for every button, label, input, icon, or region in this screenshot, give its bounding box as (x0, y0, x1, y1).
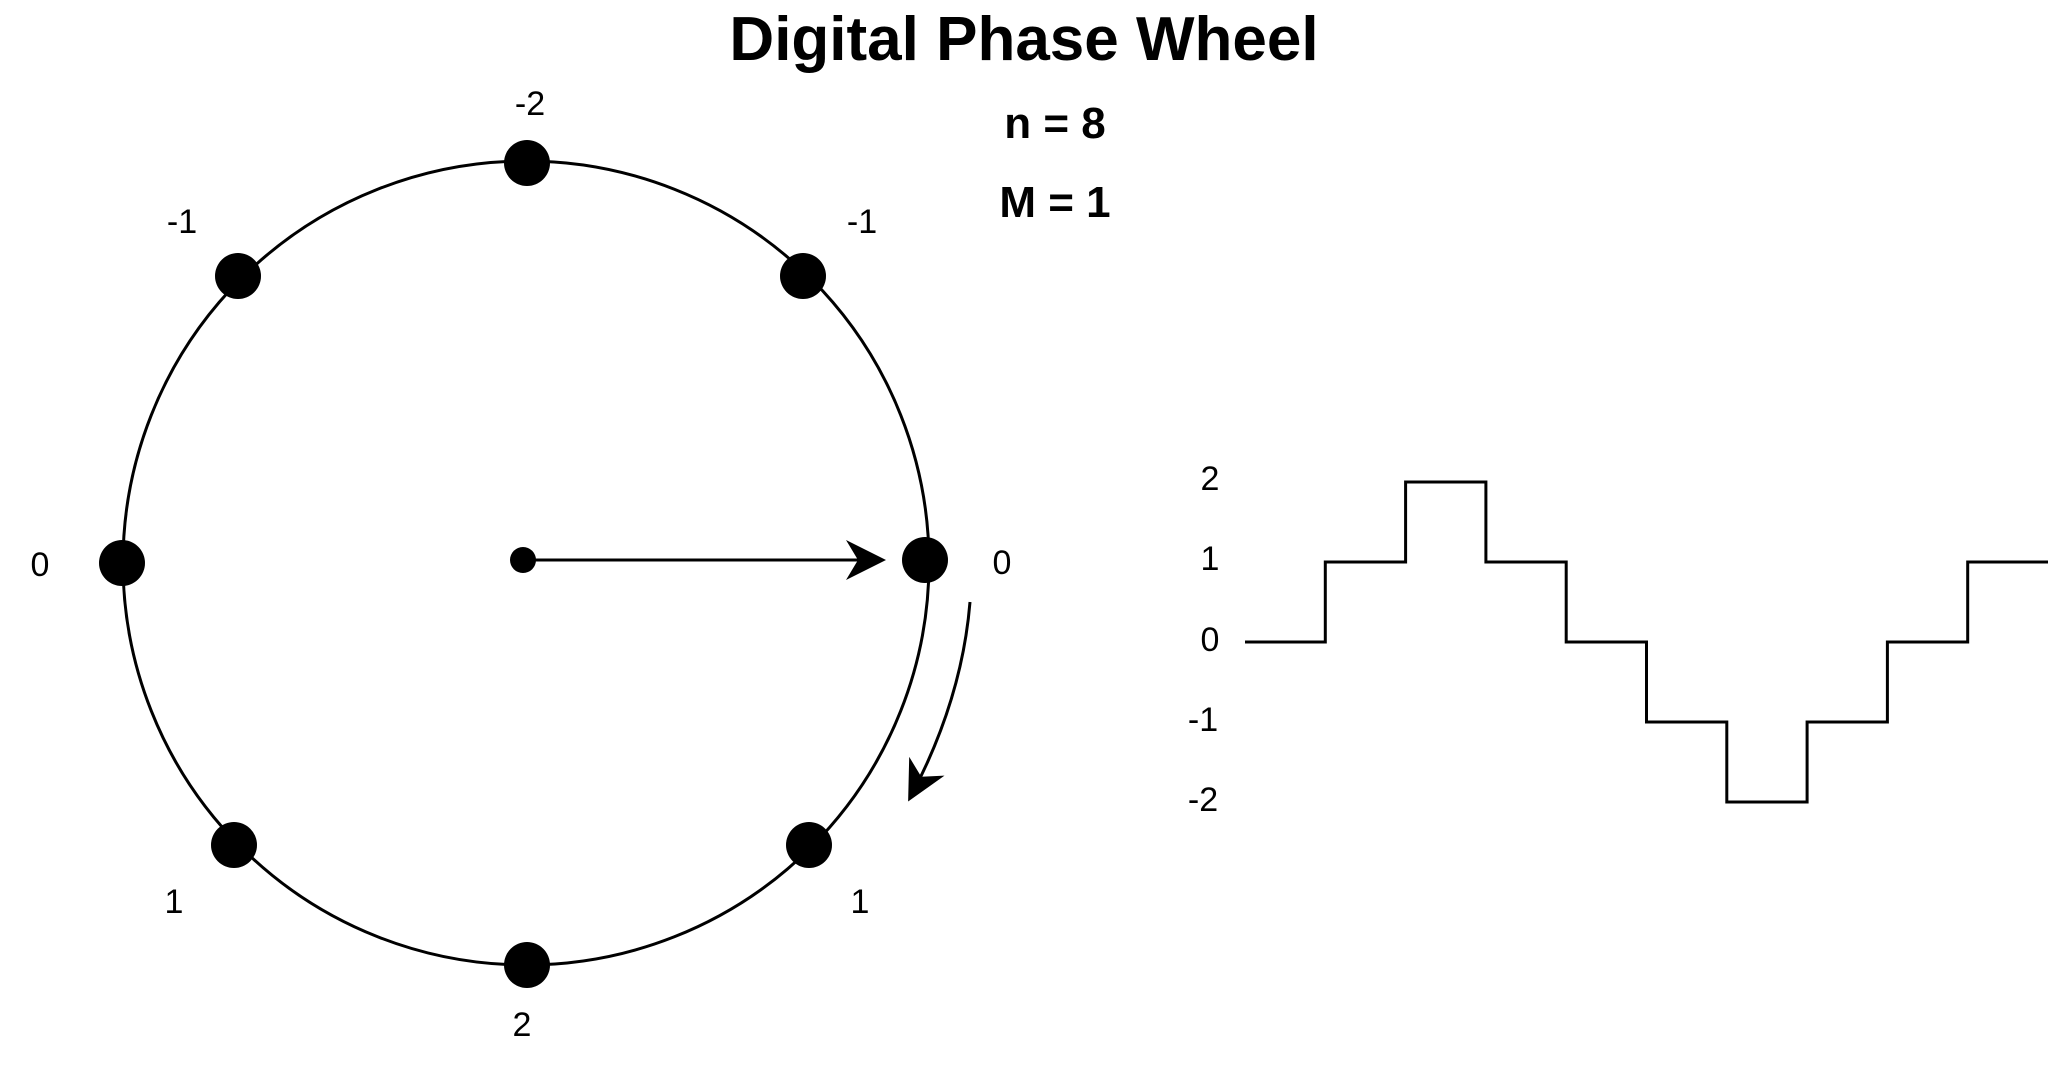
wheel-label-270deg: -2 (515, 85, 545, 123)
wheel-point-45deg (786, 822, 832, 868)
param-m: M = 1 (999, 178, 1111, 227)
wheel-label-315deg: -1 (847, 203, 877, 241)
wheel-point-315deg (780, 253, 826, 299)
wheel-label-180deg: 0 (31, 546, 50, 584)
phase-wheel: 0 1 2 1 0 -1 -2 -1 (31, 85, 1012, 1044)
param-n: n = 8 (1004, 99, 1106, 148)
wheel-point-180deg (99, 540, 145, 586)
waveform-y-tick: -2 (1188, 781, 1218, 819)
wheel-label-135deg: 1 (165, 883, 184, 921)
wheel-label-225deg: -1 (167, 203, 197, 241)
wheel-point-225deg (215, 253, 261, 299)
wheel-point-135deg (211, 822, 257, 868)
wheel-label-0deg: 0 (993, 544, 1012, 582)
wheel-point-0deg (902, 537, 948, 583)
wheel-label-45deg: 1 (851, 883, 870, 921)
waveform-y-tick: 0 (1201, 621, 1220, 659)
waveform-y-tick: -1 (1188, 701, 1218, 739)
waveform-y-tick: 1 (1201, 540, 1220, 578)
waveform: 2 1 0 -1 -2 (1188, 460, 2048, 819)
waveform-line (1245, 480, 2048, 804)
wheel-label-90deg: 2 (513, 1006, 532, 1044)
wheel-point-90deg (504, 942, 550, 988)
wheel-point-270deg (504, 140, 550, 186)
waveform-y-tick: 2 (1201, 460, 1220, 498)
rotation-direction-arrow (908, 601, 972, 802)
diagram-title: Digital Phase Wheel (729, 5, 1319, 74)
